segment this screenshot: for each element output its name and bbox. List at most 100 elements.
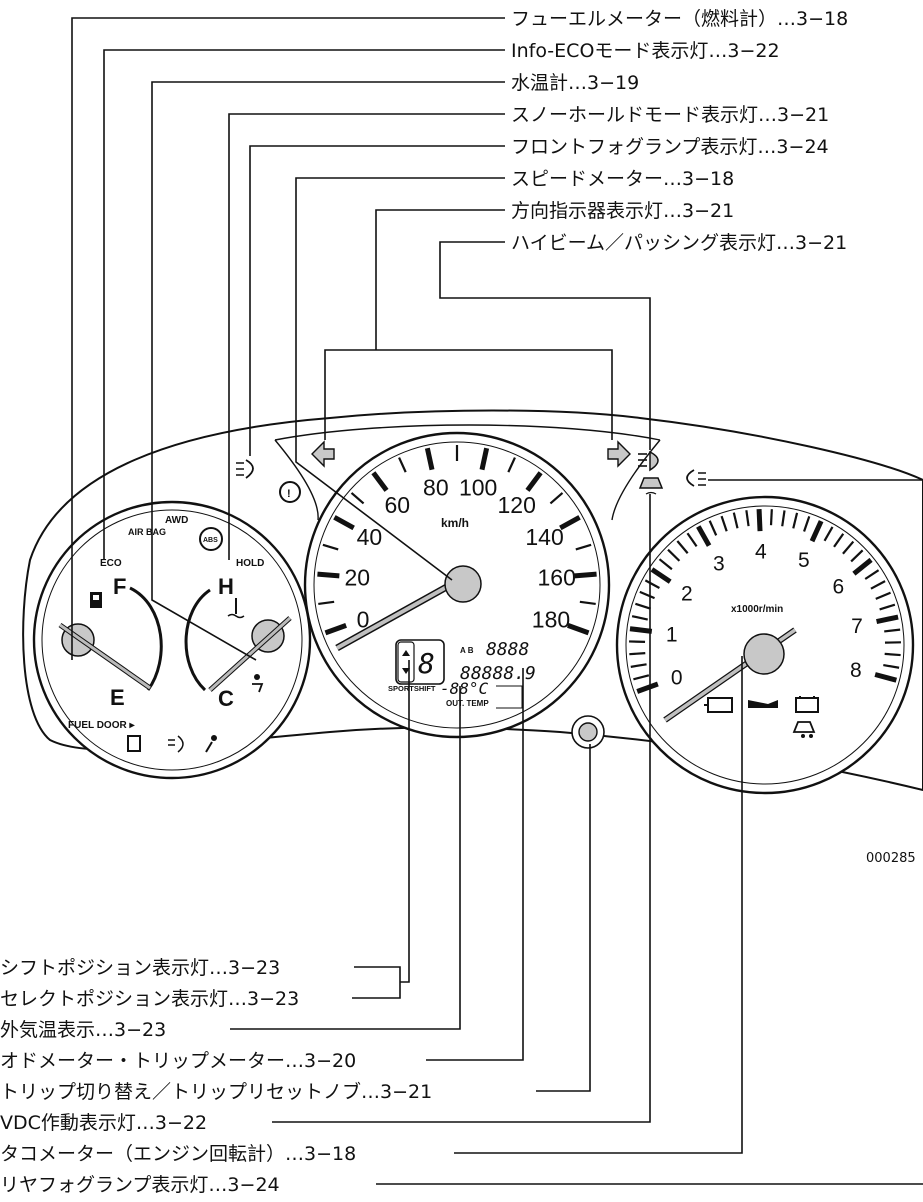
leader-snow-hold (228, 113, 505, 560)
door-open-icon (792, 721, 816, 738)
major-tick (696, 525, 712, 547)
minor-tick (398, 457, 407, 473)
minor-tick (633, 674, 650, 681)
scale-label: 8 (850, 659, 862, 682)
vdc-indicator-icon (638, 477, 664, 495)
major-tick (629, 626, 653, 634)
eco-indicator-label: ECO (100, 558, 122, 569)
minor-tick (792, 512, 799, 529)
passenger-airbag-icon (252, 674, 264, 693)
gear-position-digit: 8 (418, 647, 435, 680)
trip-ab-label: A B (460, 646, 474, 655)
fuel-door-label: FUEL DOOR ▸ (68, 720, 135, 731)
scale-label: 0 (671, 667, 683, 690)
minor-tick (635, 602, 651, 610)
minor-tick (879, 603, 896, 611)
minor-tick (676, 540, 689, 554)
rear-fog-indicator-icon (686, 469, 706, 487)
major-tick (324, 623, 347, 636)
major-tick (852, 557, 873, 576)
scale-label: 6 (832, 576, 844, 599)
minor-tick (549, 492, 564, 505)
callout-shift-position: シフトポジション表示灯…3−23 (0, 957, 280, 979)
snow-hold-indicator-label: HOLD (236, 558, 264, 569)
outside-temp-label: OUT. TEMP (446, 699, 489, 708)
speedometer-ticks (317, 445, 597, 636)
scale-label: 3 (713, 553, 725, 576)
svg-text:!: ! (287, 488, 291, 500)
leader-high-beam (439, 241, 651, 450)
major-tick (424, 447, 435, 471)
callout-water-temp: 水温計…3−19 (511, 72, 639, 94)
speedometer-needle (335, 565, 482, 652)
minor-tick (720, 515, 728, 532)
battery-charge-icon (795, 696, 819, 713)
minor-tick (350, 492, 365, 505)
minor-tick (644, 579, 660, 589)
fuel-full-label: F (113, 574, 126, 599)
scale-label: 180 (532, 606, 570, 632)
speedometer-unit: km/h (441, 516, 469, 530)
leader-odometer (426, 668, 524, 1061)
major-tick (479, 447, 490, 471)
outside-temp-digits: -88°C (440, 679, 489, 698)
callout-fuel-gauge: フューエルメーター（燃料計）…3−18 (511, 8, 848, 30)
major-tick (317, 571, 340, 579)
turn-signal-right-icon (607, 440, 631, 468)
sportshift-label: SPORTSHIFT (388, 684, 436, 693)
minor-tick (631, 615, 648, 621)
headlight-indicator-icon (168, 735, 184, 753)
trip-reset-knob[interactable] (571, 715, 605, 749)
callout-high-beam: ハイビーム／パッシング表示灯…3−21 (511, 232, 847, 254)
bottom-callout-group: シフトポジション表示灯…3−23 セレクトポジション表示灯…3−23 外気温表示… (0, 494, 923, 1196)
minor-tick (318, 600, 335, 606)
tachometer-ticks (629, 509, 901, 694)
oil-pressure-icon (748, 700, 778, 708)
callout-snow-hold: スノーホールドモード表示灯…3−21 (511, 104, 829, 126)
leader-shift-select (352, 660, 410, 999)
turn-signal-left-icon (311, 440, 335, 468)
callout-front-fog: フロントフォグランプ表示灯…3−24 (511, 136, 829, 158)
leader-outside-temp (230, 686, 461, 1030)
minor-tick (884, 652, 901, 657)
scale-label: 20 (345, 565, 371, 591)
abs-warning-icon: ABS (199, 527, 223, 551)
minor-tick (732, 512, 739, 529)
minor-tick (745, 510, 750, 527)
scale-label: 0 (357, 606, 370, 632)
major-tick (333, 515, 355, 531)
major-tick (650, 567, 672, 584)
callout-outside-temp: 外気温表示…3−23 (0, 1019, 166, 1041)
minor-tick (639, 590, 655, 600)
major-tick (525, 471, 543, 492)
minor-tick (708, 520, 718, 536)
minor-tick (833, 533, 845, 548)
leader-turn-signal (324, 209, 613, 440)
awd-indicator-label: AWD (165, 515, 188, 526)
airbag-indicator-label: AIR BAG (128, 527, 166, 537)
minor-tick (630, 663, 647, 668)
callout-turn-signal: 方向指示器表示灯…3−21 (511, 200, 734, 222)
scale-label: 5 (798, 549, 810, 572)
leader-fuel-gauge (71, 17, 505, 660)
callout-rear-fog: リヤフォグランプ表示灯…3−24 (0, 1174, 280, 1196)
temp-gauge-needle-hub (208, 616, 292, 692)
minor-tick (507, 457, 516, 473)
minor-tick (875, 591, 891, 600)
minor-tick (803, 516, 811, 532)
coolant-temperature-icon (227, 598, 245, 619)
top-callout-group: フューエルメーター（燃料計）…3−18 Info-ECOモード表示灯…3−22 … (71, 8, 923, 661)
callout-tachometer: タコメーター（エンジン回転計）…3−18 (0, 1143, 356, 1165)
major-tick (559, 515, 581, 531)
minor-tick (850, 549, 864, 563)
left-gauge-pod: F E H C FUEL DOOR ▸ ECO AIR BAG AWD ABS … (32, 500, 312, 780)
seatbelt-warning-icon (205, 735, 217, 753)
front-fog-indicator-icon (236, 459, 254, 479)
major-tick (574, 571, 597, 579)
fuel-door-icon (127, 735, 141, 752)
minor-tick (781, 510, 786, 527)
scale-label: 7 (851, 615, 863, 638)
major-tick (756, 509, 763, 532)
